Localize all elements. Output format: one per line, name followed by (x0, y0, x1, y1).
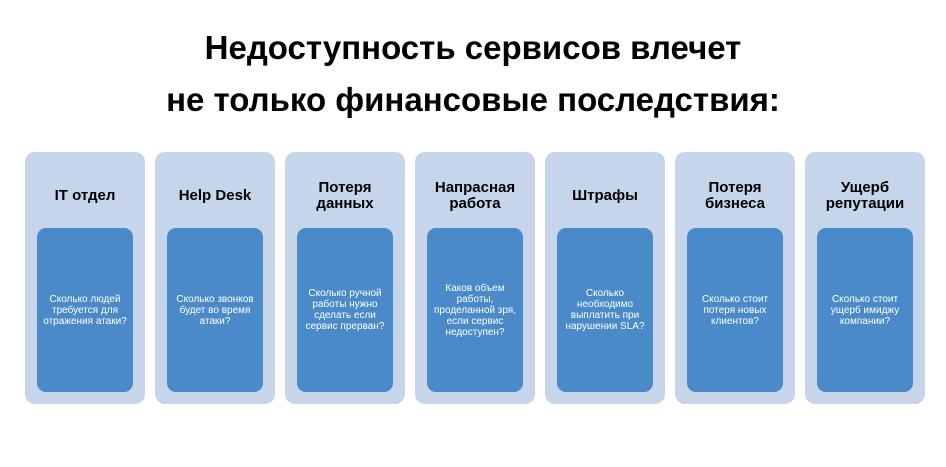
card-title: IT отдел (54, 187, 116, 204)
card-text: Каков объем работы, проделанной зря, есл… (434, 282, 516, 338)
card-panel: Сколько ручной работы нужно сделать если… (297, 228, 393, 392)
card-panel: Сколько стоит ущерб имиджу компании? (817, 228, 913, 392)
card-text: Сколько необходимо выплатить при нарушен… (565, 288, 645, 332)
slide-title-line-1: Недоступность сервисов влечет (204, 29, 742, 66)
card-business-loss: Потеря бизнеса Сколько стоит потеря новы… (675, 152, 795, 404)
card-title: Help Desk (178, 187, 252, 204)
card-wasted-work: Напрасная работа Каков объем работы, про… (415, 152, 535, 404)
card-title: Ущерб репутации (825, 179, 905, 212)
card-title: Потеря данных (316, 179, 374, 212)
card-text: Сколько звонков будет во время атаки? (176, 293, 254, 327)
card-panel: Сколько необходимо выплатить при нарушен… (557, 228, 653, 392)
card-panel: Сколько стоит потеря новых клиентов? (687, 228, 783, 392)
card-text: Сколько ручной работы нужно сделать если… (305, 288, 385, 332)
card-it-department: IT отдел Сколько людей требуется для отр… (25, 152, 145, 404)
card-title: Штрафы (572, 187, 638, 204)
card-panel: Сколько людей требуется для отражения ат… (37, 228, 133, 392)
card-text: Сколько стоит ущерб имиджу компании? (830, 293, 900, 327)
card-penalties: Штрафы Сколько необходимо выплатить при … (545, 152, 665, 404)
card-text: Сколько стоит потеря новых клиентов? (701, 293, 769, 327)
cards-row: IT отдел Сколько людей требуется для отр… (25, 152, 925, 404)
card-text: Сколько людей требуется для отражения ат… (43, 293, 127, 327)
card-reputation-damage: Ущерб репутации Сколько стоит ущерб имид… (805, 152, 925, 404)
card-title: Напрасная работа (434, 179, 516, 212)
card-panel: Каков объем работы, проделанной зря, есл… (427, 228, 523, 392)
card-help-desk: Help Desk Сколько звонков будет во время… (155, 152, 275, 404)
card-title: Потеря бизнеса (704, 179, 765, 212)
card-data-loss: Потеря данных Сколько ручной работы нужн… (285, 152, 405, 404)
card-panel: Сколько звонков будет во время атаки? (167, 228, 263, 392)
slide-title-line-2: не только финансовые последствия: (166, 81, 780, 118)
slide-title: Недоступность сервисов влечет не только … (0, 22, 946, 126)
